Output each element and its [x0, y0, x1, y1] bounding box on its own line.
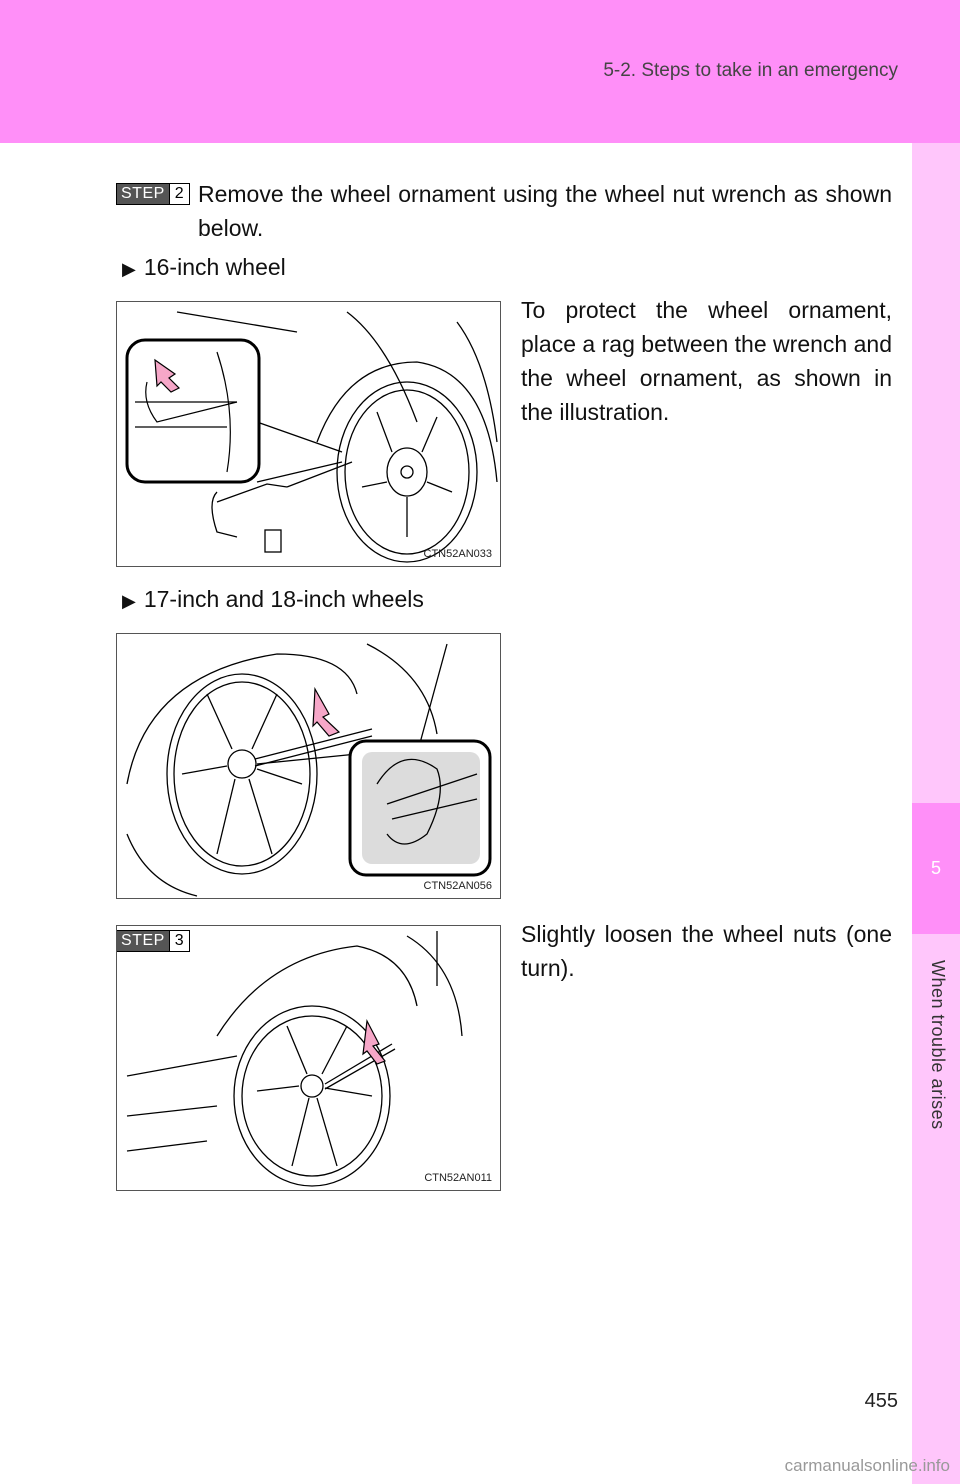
figure-17-18-inch-wheels: CTN52AN056	[116, 633, 501, 899]
wheel-ornament-illustration	[125, 311, 498, 563]
arrow-icon	[154, 358, 181, 393]
figure-16-inch-wheel: CTN52AN033	[116, 301, 501, 567]
figure-1-caption: To protect the wheel ornament, place a r…	[521, 297, 892, 425]
step-2-badge: STEP 2	[116, 183, 190, 205]
step-label: STEP	[117, 184, 169, 204]
step-3-text: Slightly loosen the wheel nuts (one turn…	[521, 921, 892, 981]
bullet-16-inch: ▶ 16-inch wheel	[122, 252, 286, 284]
watermark: carmanualsonline.info	[784, 1456, 950, 1475]
step-2-text: Remove the wheel ornament using the whee…	[198, 181, 892, 241]
bullet-triangle-icon: ▶	[122, 259, 136, 279]
bullet-17-18-label: 17-inch and 18-inch wheels	[143, 586, 424, 612]
bullet-17-18-inch: ▶ 17-inch and 18-inch wheels	[122, 584, 424, 616]
chapter-number: 5	[912, 803, 960, 934]
bullet-16-label: 16-inch wheel	[143, 254, 286, 280]
alloy-wheel-illustration	[126, 643, 492, 897]
bullet-triangle-icon: ▶	[122, 591, 136, 611]
arrow-icon	[312, 686, 341, 737]
step-3-badge: STEP 3	[117, 930, 190, 952]
page-header: 5-2. Steps to take in an emergency	[0, 0, 960, 143]
page-number: 455	[864, 1390, 898, 1412]
loosen-wheel-nuts-illustration	[126, 931, 463, 1187]
step-label: STEP	[117, 931, 169, 951]
step-number: 2	[168, 184, 189, 204]
section-title: 5-2. Steps to take in an emergency	[603, 60, 898, 81]
step-number: 3	[168, 931, 189, 951]
figure-code: CTN52AN056	[423, 880, 492, 892]
figure-loosen-nuts: STEP 3 CTN52AN011	[116, 925, 501, 1191]
figure-code: CTN52AN033	[423, 548, 492, 560]
arrow-icon	[362, 1019, 386, 1065]
chapter-title: When trouble arises	[928, 960, 948, 1130]
figure-code: CTN52AN011	[424, 1172, 492, 1184]
